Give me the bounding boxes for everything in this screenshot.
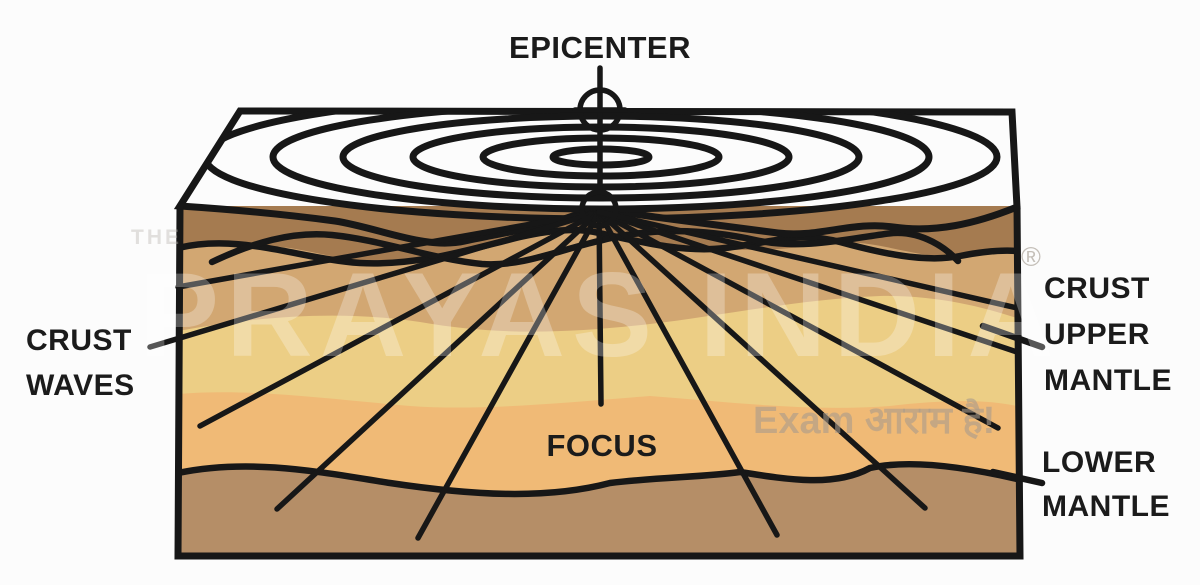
lower-mantle-tick (989, 468, 1046, 487)
crust-waves-line2: WAVES (26, 369, 135, 402)
focus-pointer-line (596, 209, 604, 407)
crust-label-right: CRUST (1044, 272, 1150, 305)
seismic-ray (197, 209, 602, 429)
seismic-ray (596, 209, 780, 538)
layer-lower-mantle (178, 464, 1020, 556)
epicenter-label: EPICENTER (509, 30, 691, 65)
seismic-ray (596, 209, 1001, 431)
seismic-ray (415, 209, 602, 541)
focus-point (579, 189, 619, 229)
front-face-outline (174, 205, 1024, 560)
crust-waves-line1: CRUST (26, 324, 132, 357)
wave-ring (269, 111, 933, 213)
grass-surface (173, 107, 1021, 247)
seismic-ray (596, 209, 928, 511)
block-outline (174, 205, 1024, 560)
lower-mantle-label: LOWER MANTLE (1042, 441, 1170, 529)
seismic-ray (596, 209, 1020, 355)
epicenter-marker-icon (572, 65, 628, 195)
seismic-ray (274, 209, 602, 512)
crust-waves-label: CRUST WAVES (26, 318, 135, 408)
focus-label: FOCUS (546, 428, 658, 463)
lower-mantle-line1: LOWER (1042, 446, 1157, 479)
seismic-ray (596, 209, 1020, 311)
crust-wave-line (208, 227, 962, 268)
seismic-ray-crust-waves-pointer (147, 209, 602, 350)
upper-mantle-tick (979, 322, 1046, 351)
lower-mantle-line2: MANTLE (1042, 490, 1170, 523)
seismic-rays (147, 209, 1020, 541)
crust-boundary-wave-line (178, 226, 1020, 267)
upper-mantle-line1: UPPER (1044, 318, 1150, 351)
seismic-ray (175, 209, 602, 290)
crust-upper-mantle-label: CRUST UPPER MANTLE (1044, 266, 1172, 404)
upper-mantle-line2: MANTLE (1044, 364, 1172, 397)
